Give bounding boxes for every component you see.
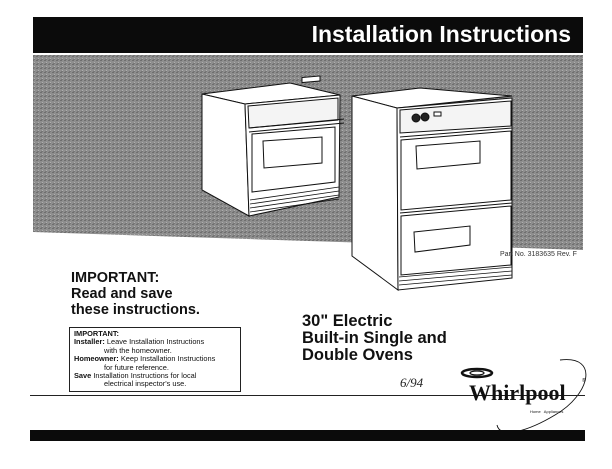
brand-name: Whirlpool — [469, 380, 566, 405]
handwritten-date: 6/94 — [400, 375, 424, 390]
footer-bar — [30, 430, 585, 441]
installer-label: Installer: — [74, 337, 105, 347]
homeowner-text-cont: for future reference. — [104, 362, 169, 372]
installer-text-cont: with the homeowner. — [104, 345, 172, 355]
part-number: Part No. 3183635 Rev. F — [500, 251, 577, 258]
brand-sub-right: Appliances — [543, 409, 564, 414]
title-line-1: 30" Electric — [302, 312, 393, 330]
brand-subtitle: Home Appliances — [530, 409, 563, 414]
header-bar: Installation Instructions — [33, 17, 583, 53]
save-label: Save — [74, 371, 92, 381]
important-notice-box: IMPORTANT: Installer: Leave Installation… — [69, 327, 241, 392]
double-oven — [351, 87, 513, 291]
single-oven — [201, 75, 345, 217]
title-line-3: Double Ovens — [302, 346, 413, 364]
product-title: 30" Electric Built-in Single and Double … — [302, 313, 447, 364]
save-text: Installation Instructions for local — [93, 371, 197, 381]
notice-heading: IMPORTANT: — [74, 329, 120, 338]
homeowner-text: Keep Installation Instructions — [120, 354, 216, 364]
brand-sub-left: Home — [530, 409, 541, 414]
important-line-3: these instructions. — [71, 302, 200, 318]
installer-text: Leave Installation Instructions — [106, 337, 205, 347]
important-line-1: IMPORTANT: — [71, 270, 160, 286]
title-line-2: Built-in Single and — [302, 329, 447, 347]
homeowner-label: Homeowner: — [74, 354, 119, 364]
divider-line — [30, 395, 585, 396]
document-title: Installation Instructions — [311, 21, 571, 47]
important-line-2: Read and save — [71, 286, 173, 302]
registered-mark: ® — [582, 378, 586, 384]
save-text-cont: electrical inspector's use. — [104, 379, 187, 389]
important-heading: IMPORTANT: Read and save these instructi… — [71, 270, 200, 318]
